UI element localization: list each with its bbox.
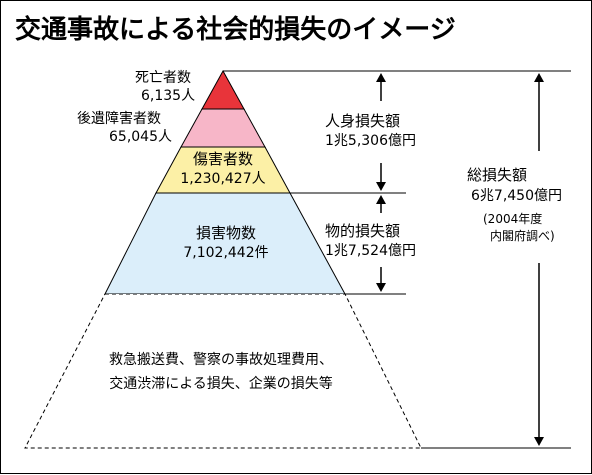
property-loss-value: 1兆7,524億円: [325, 243, 416, 259]
pyramid-level-aftereffects: [180, 108, 266, 148]
human-loss-value: 1兆5,306億円: [325, 133, 416, 149]
pyramid-level-property: [104, 192, 346, 295]
property-loss-label: 物的損失額: [325, 222, 401, 240]
human-loss-label: 人身損失額: [325, 112, 401, 130]
property-value: 7,102,442件: [183, 245, 269, 261]
injured-label: 傷害者数: [192, 150, 253, 168]
total-loss-label: 総損失額: [467, 166, 528, 184]
deaths-value: 6,135人: [141, 88, 196, 104]
aftereffects-value: 65,045人: [109, 129, 172, 145]
injured-value: 1,230,427人: [180, 171, 266, 187]
aftereffects-label: 後遺障害者数: [77, 111, 161, 127]
pyramid-level-deaths: [201, 69, 245, 110]
diagram-title: 交通事故による社会的損失のイメージ: [15, 15, 456, 45]
property-label: 損害物数: [195, 224, 256, 242]
pyramid-level-other: [24, 293, 422, 449]
property-loss-arrow: [376, 195, 386, 292]
other-losses-line1: 救急搬送費、警察の事故処理費用、: [109, 352, 333, 368]
human-loss-arrow: [376, 73, 386, 191]
other-losses-line2: 交通渋滞による損失、企業の損失等: [109, 376, 333, 392]
source-note-line1: (2004年度: [483, 212, 543, 226]
source-note-line2: 内閣府調べ): [490, 229, 555, 243]
total-loss-arrow: [534, 73, 544, 446]
deaths-label: 死亡者数: [135, 70, 191, 86]
total-loss-value: 6兆7,450億円: [471, 188, 562, 204]
